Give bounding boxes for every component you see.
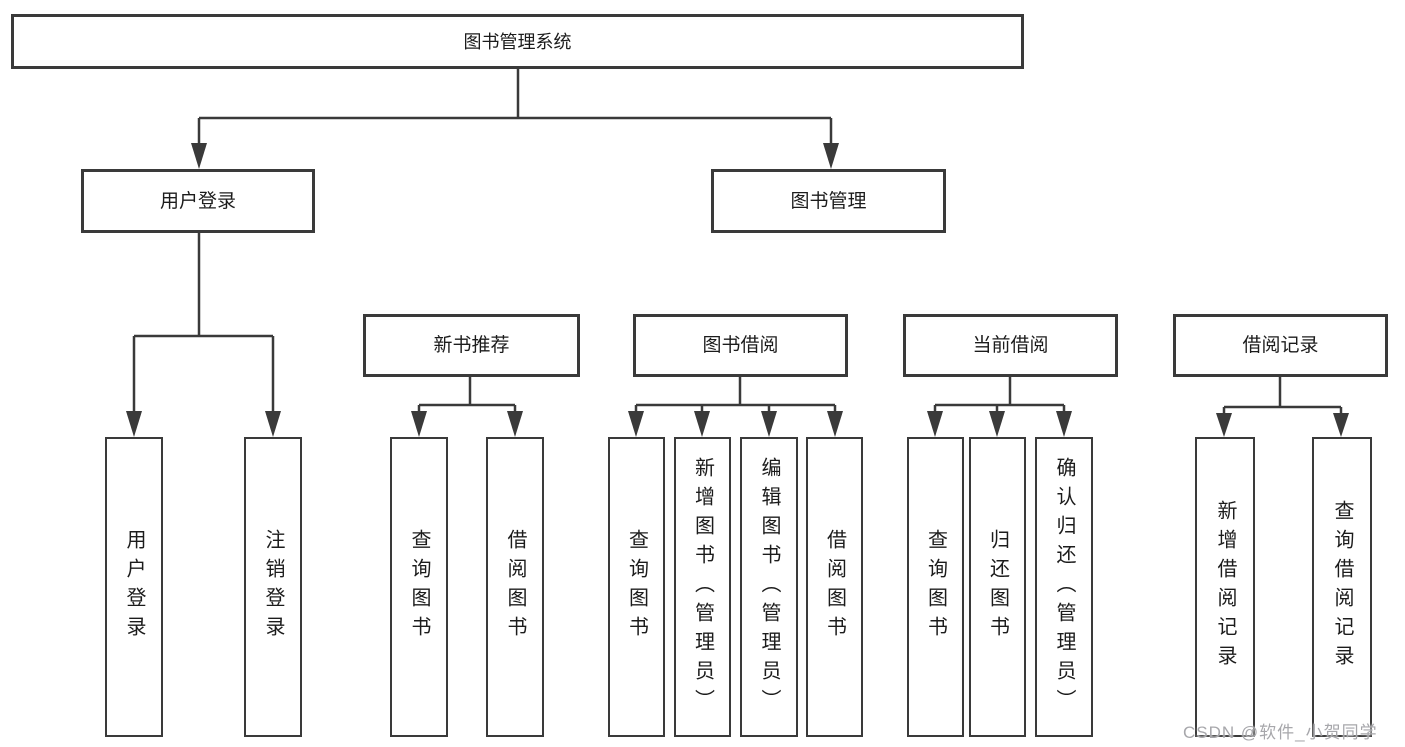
arrowhead-icon: [628, 411, 644, 437]
node-user-login: 用户登录: [81, 169, 315, 233]
node-root-system: 图书管理系统: [11, 14, 1024, 69]
leaf-edit-books-admin: 编辑图书（管理员）: [740, 437, 798, 737]
leaf-return-books: 归还图书: [969, 437, 1026, 737]
arrowhead-icon: [191, 143, 207, 169]
node-label: 借阅记录: [1242, 335, 1319, 356]
arrowhead-icon: [827, 411, 843, 437]
node-label: 借阅图书: [504, 529, 526, 645]
leaf-query-books-borrowing: 查询图书: [608, 437, 665, 737]
leaf-borrow-books-recommend: 借阅图书: [486, 437, 544, 737]
arrowhead-icon: [265, 411, 281, 437]
node-label: 图书管理系统: [463, 31, 572, 52]
leaf-query-books-current: 查询图书: [907, 437, 964, 737]
node-label: 查询借阅记录: [1331, 500, 1353, 674]
node-book-borrowing: 图书借阅: [633, 314, 848, 377]
leaf-confirm-return-admin: 确认归还（管理员）: [1035, 437, 1093, 737]
node-current-borrowing: 当前借阅: [903, 314, 1118, 377]
arrowhead-icon: [694, 411, 710, 437]
node-label: 图书借阅: [702, 335, 779, 356]
node-label: 当前借阅: [972, 335, 1049, 356]
leaf-add-books-admin: 新增图书（管理员）: [674, 437, 731, 737]
arrowhead-icon: [126, 411, 142, 437]
node-label: 查询图书: [408, 529, 430, 645]
leaf-add-borrow-record: 新增借阅记录: [1195, 437, 1255, 737]
node-book-management: 图书管理: [711, 169, 946, 233]
arrowheads: [126, 143, 1349, 437]
node-label: 用户登录: [159, 190, 236, 212]
node-label: 新增图书（管理员）: [691, 456, 714, 718]
arrowhead-icon: [989, 411, 1005, 437]
leaf-logout: 注销登录: [244, 437, 302, 737]
arrowhead-icon: [1333, 413, 1349, 437]
node-label: 借阅图书: [823, 529, 846, 645]
node-borrowing-records: 借阅记录: [1173, 314, 1388, 377]
node-label: 用户登录: [123, 529, 145, 645]
node-label: 新增借阅记录: [1214, 500, 1236, 674]
arrowhead-icon: [411, 411, 427, 437]
arrowhead-icon: [761, 411, 777, 437]
node-label: 查询图书: [924, 529, 947, 645]
node-label: 查询图书: [625, 529, 648, 645]
arrowhead-icon: [927, 411, 943, 437]
leaf-user-login: 用户登录: [105, 437, 163, 737]
node-label: 编辑图书（管理员）: [758, 456, 780, 718]
node-label: 注销登录: [262, 529, 284, 645]
arrowhead-icon: [1056, 411, 1072, 437]
node-label: 归还图书: [986, 529, 1009, 645]
connector-paths: [132, 69, 1343, 415]
arrowhead-icon: [1216, 413, 1232, 437]
node-new-book-recommend: 新书推荐: [363, 314, 580, 377]
node-label: 确认归还（管理员）: [1053, 456, 1075, 718]
arrowhead-icon: [507, 411, 523, 437]
leaf-query-books-recommend: 查询图书: [390, 437, 448, 737]
leaf-borrow-books: 借阅图书: [806, 437, 863, 737]
arrowhead-icon: [823, 143, 839, 169]
node-label: 图书管理: [790, 190, 867, 212]
node-label: 新书推荐: [433, 335, 510, 356]
leaf-query-borrow-record: 查询借阅记录: [1312, 437, 1372, 737]
watermark: CSDN @软件_小贺同学: [1183, 723, 1378, 742]
